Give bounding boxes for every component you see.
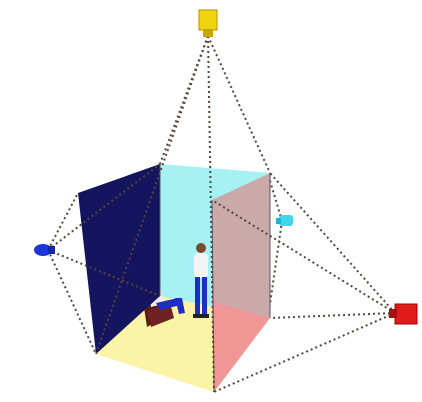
back-camera-body (279, 215, 293, 226)
right-camera (389, 303, 418, 325)
chair-seat (147, 303, 174, 327)
top-camera-lens (203, 29, 213, 37)
top-camera (198, 9, 218, 37)
seated-person-shins (175, 298, 185, 314)
standing-person-right-leg (202, 277, 207, 316)
right-camera-lens (389, 309, 397, 318)
standing-person-left-shoe (193, 314, 201, 318)
back-camera (276, 215, 293, 226)
standing-person-torso (194, 253, 208, 278)
standing-person (193, 243, 209, 318)
left-camera (34, 244, 55, 256)
top-camera-body (198, 9, 218, 31)
right-camera-rays (211, 172, 396, 393)
standing-person-head (196, 243, 206, 253)
right-camera-body (394, 303, 418, 325)
standing-person-left-leg (195, 277, 200, 316)
back-camera-lens (276, 218, 281, 224)
top-camera-rays (95, 35, 271, 393)
left-camera-lens (48, 246, 55, 254)
seated-person-legs (156, 298, 181, 310)
standing-person-right-shoe (201, 314, 209, 318)
left-camera-rays (47, 163, 161, 355)
right-wall (212, 173, 270, 318)
right-wall-lower (212, 300, 270, 392)
left-wall (78, 164, 160, 354)
left-camera-body (34, 244, 52, 256)
